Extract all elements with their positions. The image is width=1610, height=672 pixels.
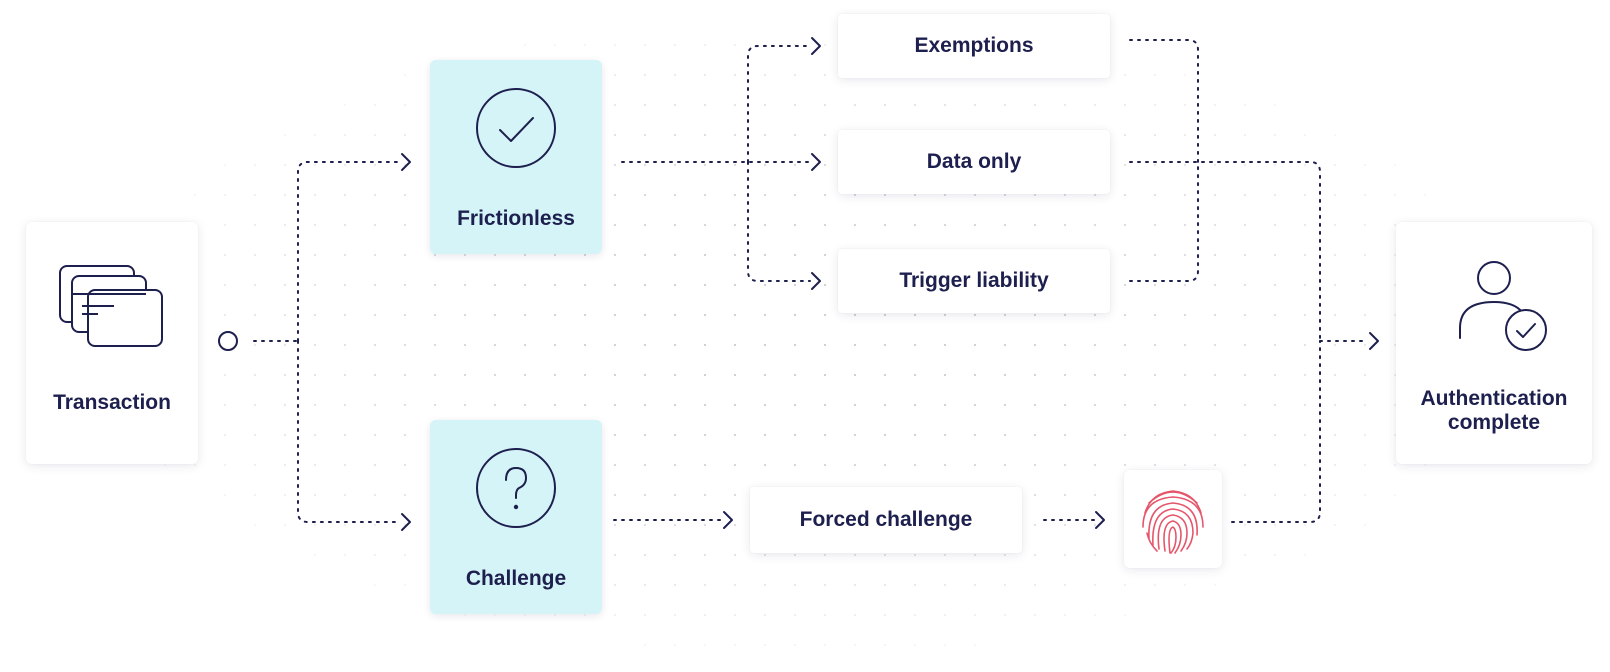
transaction-card: Transaction — [26, 222, 198, 464]
connector-frictionless-exemptions — [747, 45, 811, 163]
check-circle-icon — [476, 88, 556, 168]
arrow-head-challenge — [401, 513, 411, 531]
frictionless-label: Frictionless — [457, 207, 575, 230]
trigger-liability-box: Trigger liability — [838, 249, 1110, 313]
connector-transaction-frictionless — [297, 161, 401, 342]
arrow-head-data-only — [811, 153, 821, 171]
start-node-circle — [218, 331, 238, 351]
arrow-head-exemptions — [811, 37, 821, 55]
connector-exemptions-merge — [1129, 39, 1199, 163]
connector-trigger-liability-merge — [1129, 161, 1199, 282]
fingerprint-icon — [1142, 490, 1204, 554]
question-circle-icon — [476, 448, 556, 528]
user-check-icon — [1459, 261, 1547, 351]
arrow-head-frictionless — [401, 153, 411, 171]
arrow-head-fingerprint — [1095, 511, 1105, 529]
connector-frictionless-trigger-liability — [747, 161, 811, 282]
challenge-label: Challenge — [465, 567, 567, 590]
connector-fingerprint-merge — [1231, 340, 1321, 523]
data-only-box: Data only — [838, 130, 1110, 194]
exemptions-box: Exemptions — [838, 14, 1110, 78]
authentication-complete-label-line2: complete — [1447, 411, 1541, 434]
challenge-card: Challenge — [430, 420, 602, 614]
forced-challenge-box: Forced challenge — [750, 487, 1022, 553]
credit-cards-icon — [59, 265, 163, 347]
frictionless-card: Frictionless — [430, 60, 602, 254]
connector-data-only-merge — [1129, 161, 1321, 342]
arrow-head-forced-challenge — [723, 511, 733, 529]
arrow-head-trigger-liability — [811, 272, 821, 290]
transaction-label: Transaction — [53, 391, 171, 414]
arrow-head-authentication — [1369, 332, 1379, 350]
authentication-complete-card: Authentication complete — [1396, 222, 1592, 464]
biometric-card — [1124, 470, 1222, 568]
connector-transaction-challenge — [297, 340, 401, 523]
authentication-complete-label-line1: Authentication — [1420, 387, 1568, 410]
